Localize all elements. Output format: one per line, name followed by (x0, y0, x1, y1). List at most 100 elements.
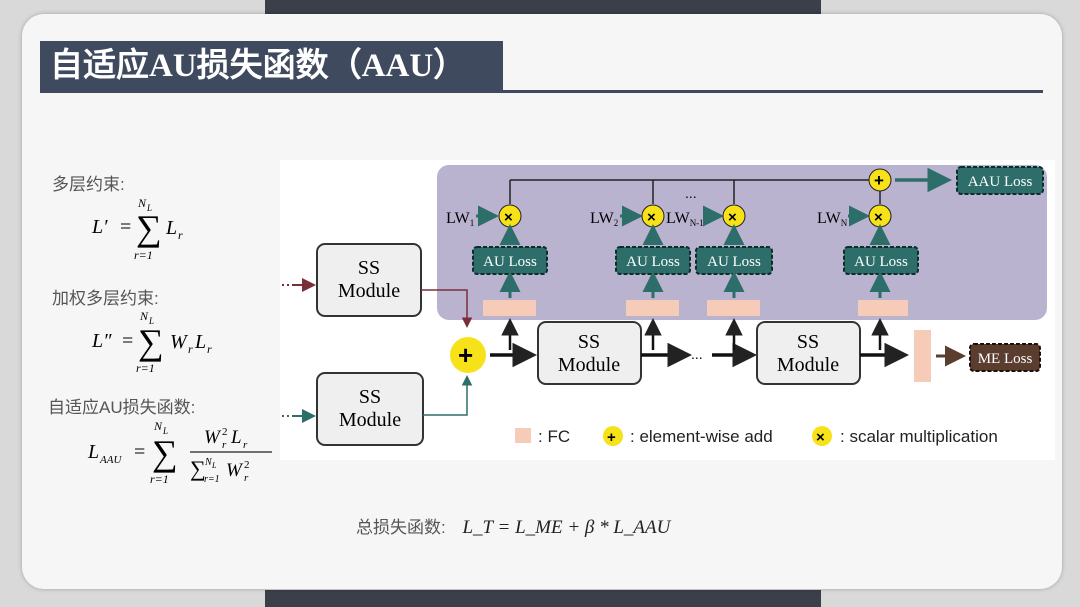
ss-module-bottom-line1: SS (359, 386, 381, 408)
svg-text:∑: ∑ (152, 433, 178, 473)
svg-text:AAU: AAU (99, 454, 122, 466)
mult-symbol-2: × (647, 209, 656, 226)
legend-fc-label: : FC (538, 427, 570, 446)
total-loss-label: 总损失函数: (356, 518, 446, 537)
svg-text:N: N (153, 419, 163, 433)
mult-symbol-3: × (728, 209, 737, 226)
lwn1-label: LWN-1 (666, 210, 704, 228)
fc-block-final (914, 330, 931, 382)
au-loss-label-3: AU Loss (707, 254, 761, 270)
total-loss: 总损失函数: L_T = L_ME + β * L_AAU (356, 513, 670, 539)
au-panel (437, 165, 1047, 320)
svg-text:r: r (207, 342, 212, 356)
sum-add-icon (868, 168, 892, 192)
lwn-label: LWN (817, 210, 848, 228)
top-bar (265, 0, 821, 14)
weighted-label: 加权多层约束: (52, 289, 159, 308)
total-loss-formula: L_T = L_ME + β * L_AAU (462, 517, 671, 538)
main-add-icon (450, 337, 486, 373)
svg-text:L: L (194, 331, 206, 353)
svg-text:r: r (222, 439, 227, 451)
svg-text:r=1: r=1 (150, 472, 169, 486)
svg-text:r: r (243, 439, 248, 451)
me-loss-box (969, 343, 1041, 372)
svg-text:r: r (178, 228, 183, 242)
sum-add-symbol: + (874, 171, 884, 190)
fc-block-3 (707, 300, 760, 316)
ss-module-top-line1: SS (358, 257, 380, 279)
title-banner (40, 41, 503, 92)
fc-block-4 (858, 300, 908, 316)
ss-module-top-line2: Module (338, 280, 400, 302)
ss-module-mid-2 (756, 321, 861, 385)
svg-text:W: W (226, 460, 244, 481)
svg-text:2: 2 (244, 459, 250, 471)
au-loss-box-4 (843, 246, 919, 275)
formula-adaptive: L AAU = ∑ N L r=1 W r 2 L r ∑ N L r=1 W … (86, 413, 286, 498)
svg-text:r=1: r=1 (134, 248, 153, 262)
lw2-label: LW2 (590, 210, 618, 228)
legend-add-icon (603, 426, 623, 446)
legend-mult-label: : scalar multiplication (840, 427, 998, 446)
me-loss-label: ME Loss (978, 351, 1033, 367)
svg-text:N: N (137, 196, 147, 210)
svg-text:=: = (120, 216, 131, 238)
svg-text:N: N (204, 457, 213, 468)
svg-text:L: L (165, 217, 177, 239)
svg-text:∑: ∑ (136, 208, 162, 248)
svg-text:r=1: r=1 (136, 361, 155, 375)
svg-text:∑: ∑ (190, 456, 206, 481)
adaptive-label: 自适应AU损失函数: (48, 398, 196, 417)
svg-text:r=1: r=1 (204, 474, 220, 485)
svg-text:r: r (244, 472, 249, 484)
ss-module-bottom-line2: Module (339, 409, 401, 431)
aau-loss-box (956, 166, 1044, 195)
svg-text:=: = (122, 330, 133, 352)
multi-layer-label: 多层约束: (52, 175, 125, 194)
legend-fc-swatch (515, 428, 531, 443)
au-loss-label-1: AU Loss (483, 254, 537, 270)
svg-text:L: L (87, 441, 99, 463)
ss-module-mid-1 (537, 321, 642, 385)
legend-mult-symbol: × (816, 429, 825, 446)
svg-text:L″: L″ (91, 330, 112, 352)
aau-loss-label: AAU Loss (968, 174, 1033, 190)
svg-text:L: L (211, 461, 217, 470)
svg-text:=: = (134, 441, 145, 463)
fc-block-1 (483, 300, 536, 316)
svg-text:L: L (148, 316, 154, 326)
ss-module-mid2-line1: SS (797, 331, 819, 353)
mult-symbol-4: × (874, 209, 883, 226)
svg-text:N: N (139, 309, 149, 323)
formula-weighted: L″ = ∑ N L r=1 W r L r (90, 305, 230, 382)
title-underline (40, 90, 1043, 93)
svg-text:L: L (230, 427, 242, 448)
au-loss-box-1 (472, 246, 548, 275)
svg-text:∑: ∑ (138, 322, 164, 362)
lw1-label: LW1 (446, 210, 474, 228)
ss-module-mid1-line2: Module (558, 354, 620, 376)
au-loss-label-2: AU Loss (626, 254, 680, 270)
ss-module-mid1-line1: SS (578, 331, 600, 353)
main-add-symbol: + (458, 340, 473, 370)
svg-text:W: W (170, 331, 189, 353)
ss-module-bottom (316, 372, 424, 446)
legend-mult-icon (812, 426, 832, 446)
svg-text:L: L (162, 426, 168, 436)
svg-text:L: L (146, 203, 152, 213)
svg-text:L′: L′ (91, 216, 108, 238)
page-title: 自适应AU损失函数（AAU） (50, 48, 467, 84)
svg-text:r: r (188, 342, 193, 356)
ellipsis-mid: ... (691, 346, 703, 362)
svg-text:2: 2 (222, 426, 228, 438)
legend-add-label: : element-wise add (630, 427, 773, 446)
bottom-bar (265, 590, 821, 607)
ss-module-top (316, 243, 422, 317)
aau-diagram: ... + AAU Loss LW1 × AU Loss LW2 × AU Lo… (280, 160, 1055, 465)
mult-symbol-1: × (504, 209, 513, 226)
au-loss-box-2 (615, 246, 691, 275)
ellipsis-top: ... (685, 185, 697, 201)
svg-text:W: W (204, 427, 222, 448)
ss-module-mid2-line2: Module (777, 354, 839, 376)
au-loss-label-4: AU Loss (854, 254, 908, 270)
